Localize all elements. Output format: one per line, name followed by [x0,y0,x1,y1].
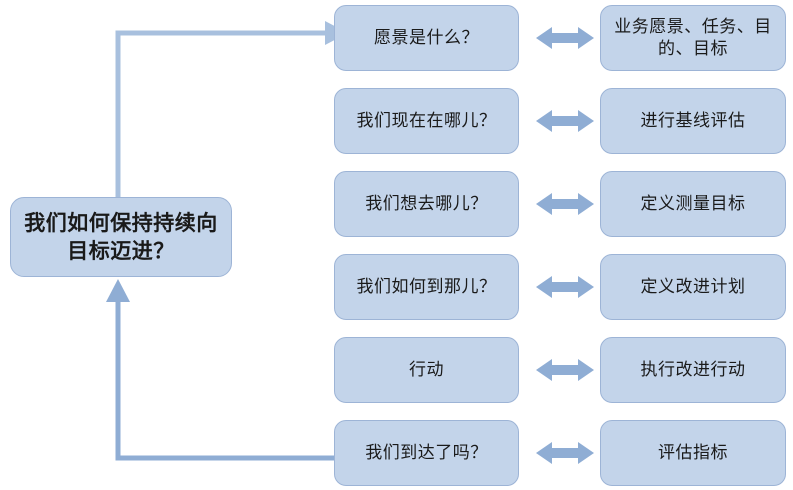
answer-node-1[interactable]: 进行基线评估 [600,88,786,154]
answer-label-4: 执行改进行动 [640,359,746,380]
question-node-0[interactable]: 愿景是什么？ [334,5,519,71]
answer-node-3[interactable]: 定义改进计划 [600,254,786,320]
answer-node-2[interactable]: 定义测量目标 [600,171,786,237]
question-label-5: 我们到达了吗？ [365,442,488,463]
double-arrow-icon-5 [536,438,594,468]
question-label-3: 我们如何到那儿？ [356,276,497,297]
question-label-2: 我们想去哪儿？ [365,193,488,214]
answer-label-5: 评估指标 [658,442,728,463]
double-arrow-icon-2 [536,189,594,219]
double-arrow-icon-4 [536,355,594,385]
answer-label-0: 业务愿景、任务、目的、目标 [614,16,772,59]
answer-node-5[interactable]: 评估指标 [600,420,786,486]
double-arrow-icon-0 [536,23,594,53]
question-label-0: 愿景是什么？ [374,27,479,48]
answer-node-4[interactable]: 执行改进行动 [600,337,786,403]
question-node-3[interactable]: 我们如何到那儿？ [334,254,519,320]
loop-top-connector-icon [115,21,348,200]
answer-label-1: 进行基线评估 [640,110,746,131]
main-question-label: 我们如何保持持续向目标迈进？ [24,210,218,263]
question-node-4[interactable]: 行动 [334,337,519,403]
loop-bottom-connector-icon [106,279,334,461]
question-node-5[interactable]: 我们到达了吗？ [334,420,519,486]
double-arrow-icon-1 [536,106,594,136]
question-node-2[interactable]: 我们想去哪儿？ [334,171,519,237]
double-arrow-icon-3 [536,272,594,302]
answer-label-3: 定义改进计划 [640,276,746,297]
answer-node-0[interactable]: 业务愿景、任务、目的、目标 [600,5,786,71]
main-question-node[interactable]: 我们如何保持持续向目标迈进？ [10,197,232,277]
question-node-1[interactable]: 我们现在在哪儿？ [334,88,519,154]
question-label-1: 我们现在在哪儿？ [356,110,497,131]
answer-label-2: 定义测量目标 [640,193,746,214]
question-label-4: 行动 [409,359,444,380]
